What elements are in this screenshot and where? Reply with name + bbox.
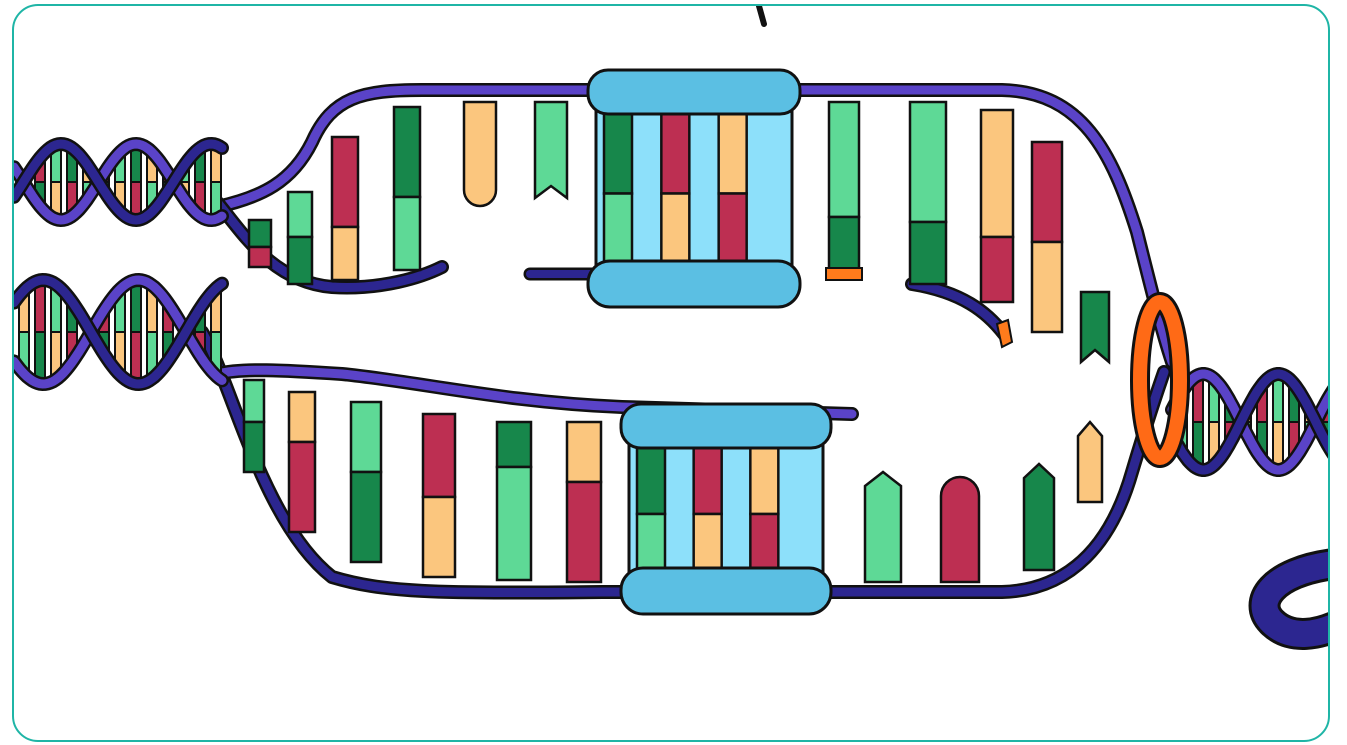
dna-replication-diagram <box>14 6 1330 742</box>
base-segment <box>288 192 312 237</box>
base-segment <box>910 222 946 284</box>
fork-primer <box>997 320 1012 347</box>
base-segment <box>567 422 601 482</box>
top-free-base <box>535 102 567 198</box>
base-segment <box>1032 242 1062 332</box>
bottom-base-pair <box>567 422 601 582</box>
top-primer <box>826 268 862 280</box>
base-segment <box>1032 142 1062 242</box>
top-base-pair <box>981 110 1013 302</box>
bottom-base-pair <box>497 422 531 580</box>
top-base-pair <box>910 102 946 284</box>
bottom-base-pair <box>423 414 455 577</box>
base-single <box>1024 464 1054 570</box>
top-base-pair <box>394 107 420 270</box>
top-base-pair <box>249 220 271 267</box>
top-free-base <box>464 102 496 206</box>
base-single <box>1078 422 1102 502</box>
polymerase-bottom-clamp <box>588 261 800 307</box>
base-segment <box>351 402 381 472</box>
top-base-pair <box>1032 142 1062 332</box>
base-segment <box>981 110 1013 237</box>
bottom-free-base <box>1078 422 1102 502</box>
base-single <box>865 472 901 582</box>
trailing-strand-curl <box>1265 564 1330 634</box>
top-base-pair <box>332 137 358 280</box>
top-base-pair <box>829 102 859 274</box>
bottom-base-pair <box>351 402 381 562</box>
base-segment <box>910 102 946 222</box>
base-segment <box>332 227 358 280</box>
base-segment <box>288 237 312 284</box>
bottom-free-base <box>1024 464 1054 570</box>
base-single <box>535 102 567 198</box>
base-segment <box>289 392 315 442</box>
polymerase-top-clamp <box>621 404 831 448</box>
base-single <box>941 477 979 582</box>
base-segment <box>981 237 1013 302</box>
right-parental-helix <box>1172 374 1330 470</box>
bottom-base-pair <box>289 392 315 532</box>
top-base-pair <box>288 192 312 284</box>
base-segment <box>332 137 358 227</box>
top-dna-polymerase <box>588 70 800 307</box>
top-free-base <box>1081 292 1109 362</box>
base-segment <box>351 472 381 562</box>
base-segment <box>249 220 271 247</box>
base-segment <box>289 442 315 532</box>
base-single <box>1081 292 1109 362</box>
base-segment <box>497 422 531 467</box>
bottom-base-pair <box>244 380 264 472</box>
top-stub <box>759 6 764 24</box>
base-segment <box>497 467 531 580</box>
base-segment <box>423 414 455 497</box>
figure-frame <box>12 4 1330 742</box>
bottom-free-base <box>865 472 901 582</box>
base-segment <box>244 380 264 422</box>
left-top-helix <box>14 144 222 220</box>
base-segment <box>249 247 271 267</box>
base-segment <box>829 102 859 217</box>
base-segment <box>423 497 455 577</box>
bottom-dna-polymerase <box>621 404 831 614</box>
polymerase-top-clamp <box>588 70 800 114</box>
polymerase-bottom-clamp <box>621 568 831 614</box>
left-bottom-helix <box>14 280 222 384</box>
base-segment <box>394 107 420 197</box>
base-single <box>464 102 496 206</box>
base-segment <box>394 197 420 270</box>
base-segment <box>829 217 859 274</box>
base-segment <box>244 422 264 472</box>
base-segment <box>567 482 601 582</box>
bottom-free-base <box>941 477 979 582</box>
